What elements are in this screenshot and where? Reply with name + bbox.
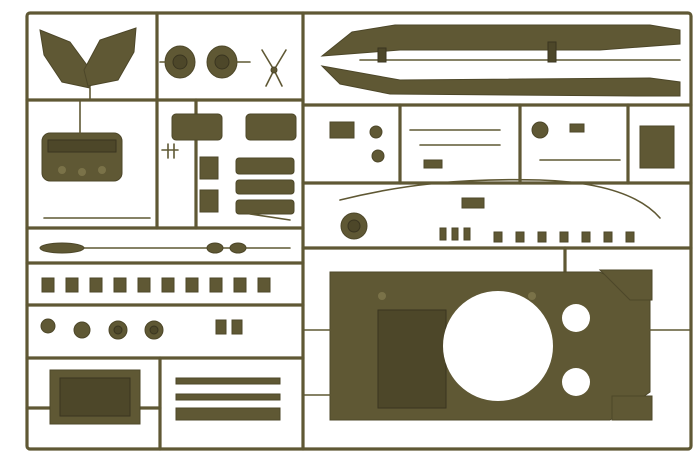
front-fender-plates	[39, 27, 137, 101]
bottom-bars	[175, 377, 281, 421]
small-parts-row	[41, 277, 271, 293]
sprue-frame	[25, 11, 693, 451]
hull-upper	[329, 269, 653, 421]
small-fork-part	[161, 143, 179, 159]
gate-stubs	[302, 329, 692, 396]
mid-right-parts	[340, 197, 635, 243]
long-side-panels	[320, 24, 681, 97]
road-wheels-top	[159, 45, 251, 79]
transmission-cover	[41, 99, 123, 182]
periscope-parts	[215, 319, 243, 335]
hatch-blocks	[171, 113, 297, 213]
engine-deck-plate	[49, 369, 141, 425]
tongs-part	[261, 49, 287, 87]
thin-curved-rail	[339, 178, 661, 219]
rod-parts-left	[39, 217, 291, 254]
upper-right-small-parts	[329, 121, 675, 169]
stowage-boxes	[235, 157, 295, 221]
road-wheels-bottom	[40, 318, 164, 340]
